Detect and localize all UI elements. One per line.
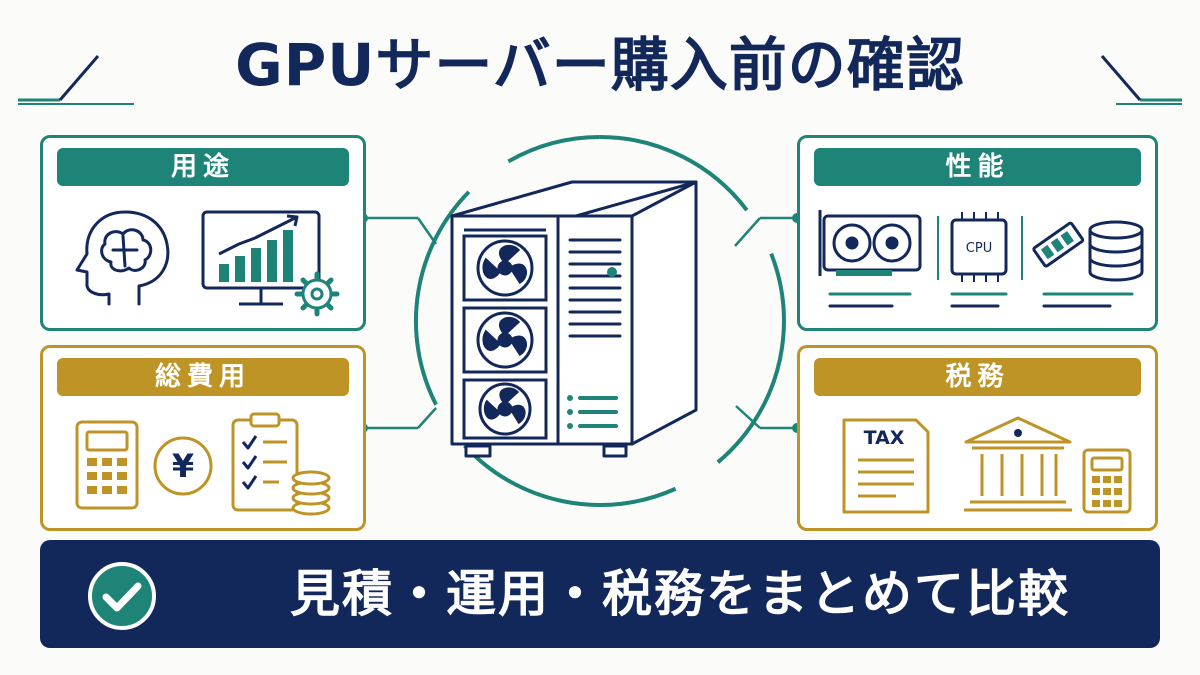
- gpu-card-icon: [818, 210, 922, 276]
- usage-icons: [75, 210, 340, 317]
- panel-usage-label: 用途: [57, 148, 349, 186]
- panel-tax-label: 税務: [814, 358, 1141, 396]
- performance-icons: CPU: [818, 210, 1144, 308]
- checklist-clipboard-icon: [231, 412, 299, 512]
- check-circle-icon: [88, 562, 156, 630]
- panel-total-cost: 総費用 ¥: [40, 345, 366, 531]
- title-left-decoration: [18, 55, 134, 105]
- panel-performance-label: 性能: [814, 148, 1141, 186]
- page-title: GPUサーバー購入前の確認: [235, 31, 965, 99]
- gear-icon: [294, 271, 340, 317]
- svg-text:CPU: CPU: [966, 241, 992, 256]
- panel-tax: 税務 TAX: [797, 345, 1158, 531]
- memory-module-icon: [1032, 221, 1085, 268]
- calculator-icon: [75, 420, 139, 510]
- panel-performance: 性能 CPU: [797, 135, 1158, 331]
- server-fan: [462, 234, 548, 302]
- panel-usage: 用途: [40, 135, 366, 331]
- svg-text:¥: ¥: [172, 447, 194, 485]
- yen-coin-icon: ¥: [153, 436, 213, 496]
- server-fan: [462, 306, 548, 374]
- cpu-chip-icon: CPU: [950, 212, 1008, 282]
- calculator-icon: [1082, 448, 1132, 514]
- summary-banner: 見積・運用・税務をまとめて比較: [40, 540, 1160, 648]
- panel-total-cost-label: 総費用: [57, 358, 349, 396]
- storage-disk-icon: [1088, 220, 1144, 282]
- gpu-server-tower-icon: [450, 180, 698, 458]
- bank-building-icon: [964, 416, 1072, 512]
- server-fan: [462, 378, 548, 440]
- tax-icons: TAX: [842, 416, 1132, 514]
- svg-text:TAX: TAX: [864, 427, 905, 449]
- total-cost-icons: ¥: [75, 412, 331, 516]
- growth-chart-monitor-icon: [201, 210, 321, 306]
- title-right-decoration: [1100, 55, 1182, 105]
- coin-stack-icon: [291, 470, 331, 516]
- summary-banner-text: 見積・運用・税務をまとめて比較: [290, 565, 1070, 623]
- tax-document-icon: TAX: [842, 418, 930, 514]
- brain-head-icon: [75, 210, 170, 306]
